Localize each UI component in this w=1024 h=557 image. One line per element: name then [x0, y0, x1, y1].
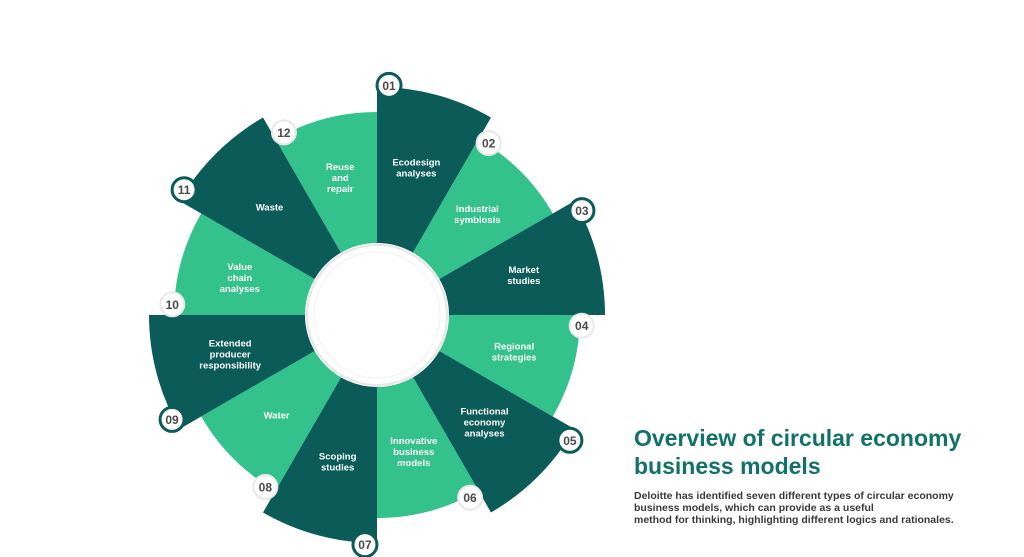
segment-label-11: Waste	[256, 203, 284, 214]
wheel-segment-02	[413, 139, 553, 279]
wheel-segment-08	[201, 351, 341, 491]
segment-number-badge-06: 06	[457, 484, 484, 511]
wheel-segment-10	[174, 213, 315, 315]
segment-number: 12	[277, 126, 291, 140]
segment-number-badge-03: 03	[568, 197, 596, 225]
segment-number-badge-10: 10	[159, 291, 186, 318]
segment-label-line: and	[332, 173, 349, 184]
info-description: Deloitte has identified seven different …	[634, 490, 1014, 526]
segment-label-line: Extended	[209, 338, 252, 349]
segment-label-line: Ecodesign	[392, 158, 440, 169]
wheel-segment-03	[439, 201, 605, 315]
segment-label-line: Regional	[494, 341, 534, 352]
segment-label-line: Reuse	[326, 162, 355, 173]
segment-label-line: symbiosis	[454, 215, 500, 226]
segment-label-line: Innovative	[390, 436, 437, 447]
wheel-segment-11	[179, 117, 341, 280]
segment-number-badge-12: 12	[270, 119, 297, 146]
wheel-segment-01	[377, 87, 491, 253]
segment-number: 01	[382, 79, 396, 93]
segment-label-line: chain	[227, 273, 252, 284]
info-title: Overview of circular economy business mo…	[634, 424, 1014, 480]
segment-label-line: analyses	[220, 284, 260, 295]
segment-label-line: responsibility	[199, 360, 261, 371]
segment-label-line: Industrial	[456, 204, 499, 215]
info-description-line: method for thinking, highlighting differ…	[634, 514, 954, 526]
segment-label-line: repair	[327, 184, 354, 195]
segment-number: 04	[575, 319, 589, 333]
segment-number: 07	[358, 538, 372, 552]
segment-number: 05	[563, 434, 577, 448]
segment-label-line: Value	[227, 262, 252, 273]
wheel-segment-06	[377, 377, 479, 518]
wheel-segment-07	[263, 377, 377, 543]
segment-number-badge-08: 08	[252, 473, 279, 500]
segment-label-line: Water	[264, 410, 290, 421]
wheel-center	[306, 244, 448, 386]
segment-label-line: economy	[464, 417, 506, 428]
segment-label-line: models	[397, 458, 430, 469]
segment-label-08: Water	[264, 410, 290, 421]
wheel-segment-12	[275, 112, 377, 253]
segment-label-line: business	[393, 447, 434, 458]
segment-label-line: producer	[210, 349, 251, 360]
segment-number-badge-02: 02	[475, 130, 502, 157]
segment-number: 10	[166, 298, 180, 312]
segment-label-line: Market	[509, 265, 540, 276]
info-title-line: Overview of circular economy	[634, 425, 962, 451]
segment-label-line: strategies	[492, 352, 537, 363]
segment-number: 09	[165, 413, 179, 427]
segment-label-line: studies	[321, 462, 354, 473]
segment-number-badge-04: 04	[568, 312, 595, 339]
segment-number-badge-01: 01	[375, 71, 403, 99]
segment-number-badge-05: 05	[556, 426, 584, 454]
wheel-center-ring	[313, 251, 441, 379]
info-title-line: business models	[634, 453, 821, 479]
segment-label-line: analyses	[464, 428, 504, 439]
segment-label-line: Functional	[460, 406, 508, 417]
segment-number-badge-07: 07	[351, 531, 379, 557]
segment-number: 11	[178, 183, 191, 197]
segment-label-line: Waste	[256, 203, 284, 214]
wheel-segment-09	[149, 315, 315, 429]
segment-number: 06	[463, 491, 477, 505]
wheel-segment-05	[413, 351, 575, 513]
segment-label-line: Scoping	[319, 451, 357, 462]
segment-number-badge-09: 09	[158, 405, 186, 433]
segment-label-line: analyses	[396, 169, 436, 180]
wheel-segment-04	[439, 315, 580, 417]
info-description-line: business models, which can provide as a …	[634, 502, 874, 514]
segment-label-line: studies	[507, 276, 540, 287]
segment-number: 03	[575, 204, 589, 218]
segment-number-badge-11: 11	[170, 176, 198, 204]
segment-number: 08	[259, 480, 273, 494]
segment-number: 02	[482, 137, 496, 151]
info-panel: Overview of circular economy business mo…	[634, 424, 1014, 526]
info-description-line: Deloitte has identified seven different …	[634, 490, 954, 502]
